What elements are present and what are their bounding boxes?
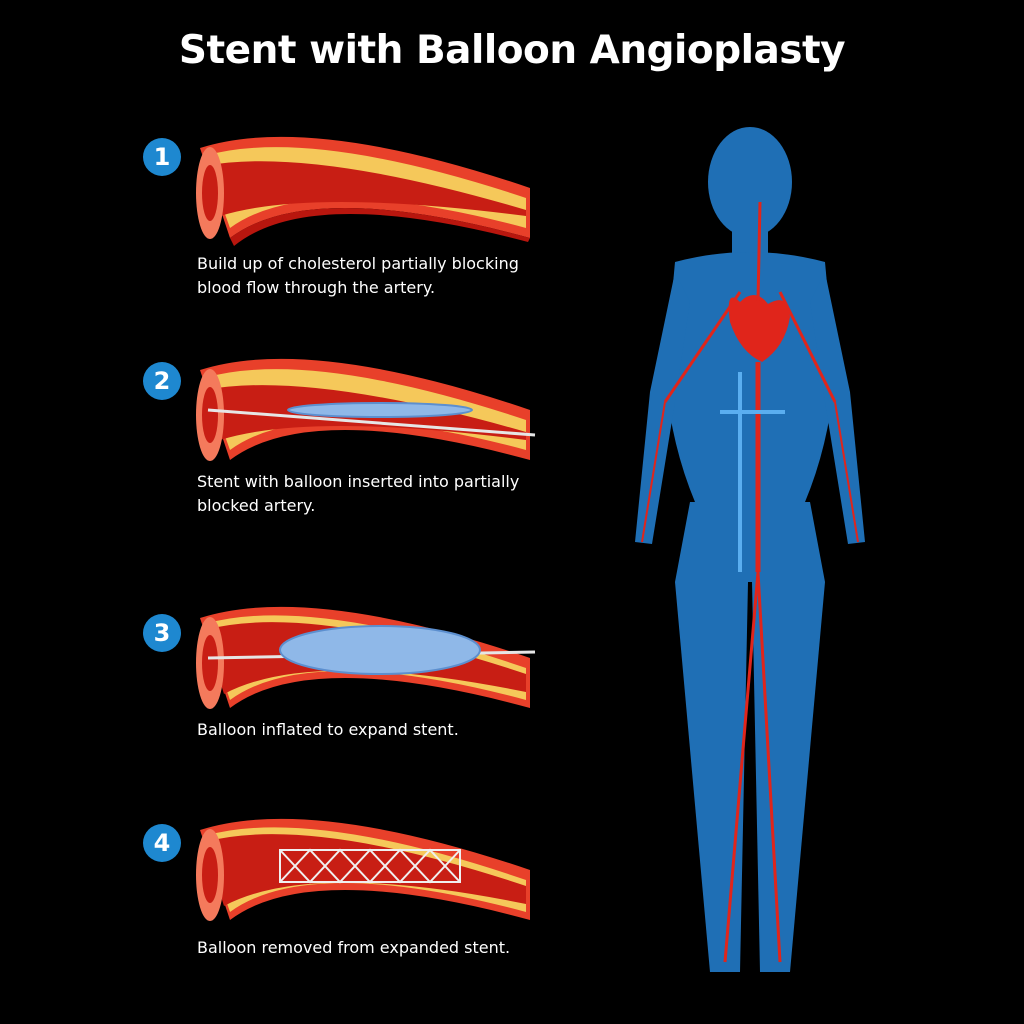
step-1-caption-line-1: Build up of cholesterol partially blocki… bbox=[197, 254, 519, 273]
human-circulatory-system-icon bbox=[635, 127, 865, 972]
step-2-caption-line-2: blocked artery. bbox=[197, 496, 316, 515]
step-3-badge: 3 bbox=[143, 614, 181, 652]
step-3-caption: Balloon inflated to expand stent. bbox=[197, 718, 557, 742]
step-4-artery-icon bbox=[196, 818, 530, 921]
step-1-artery-icon bbox=[196, 136, 530, 246]
step-1-caption: Build up of cholesterol partially blocki… bbox=[197, 252, 557, 300]
step-4-caption: Balloon removed from expanded stent. bbox=[197, 936, 557, 960]
heart-icon bbox=[728, 294, 790, 362]
step-1-badge: 1 bbox=[143, 138, 181, 176]
step-4-caption-line-1: Balloon removed from expanded stent. bbox=[197, 938, 511, 957]
step-3-caption-line-1: Balloon inflated to expand stent. bbox=[197, 720, 459, 739]
page-title: Stent with Balloon Angioplasty bbox=[178, 28, 846, 73]
step-3-artery-icon bbox=[196, 606, 536, 709]
step-1-caption-line-2: blood flow through the artery. bbox=[197, 278, 436, 297]
step-2-caption-line-1: Stent with balloon inserted into partial… bbox=[197, 472, 520, 491]
step-2-badge: 2 bbox=[143, 362, 181, 400]
step-4-badge: 4 bbox=[143, 824, 181, 862]
step-2-caption: Stent with balloon inserted into partial… bbox=[197, 470, 557, 518]
step-2-artery-icon bbox=[196, 358, 536, 461]
